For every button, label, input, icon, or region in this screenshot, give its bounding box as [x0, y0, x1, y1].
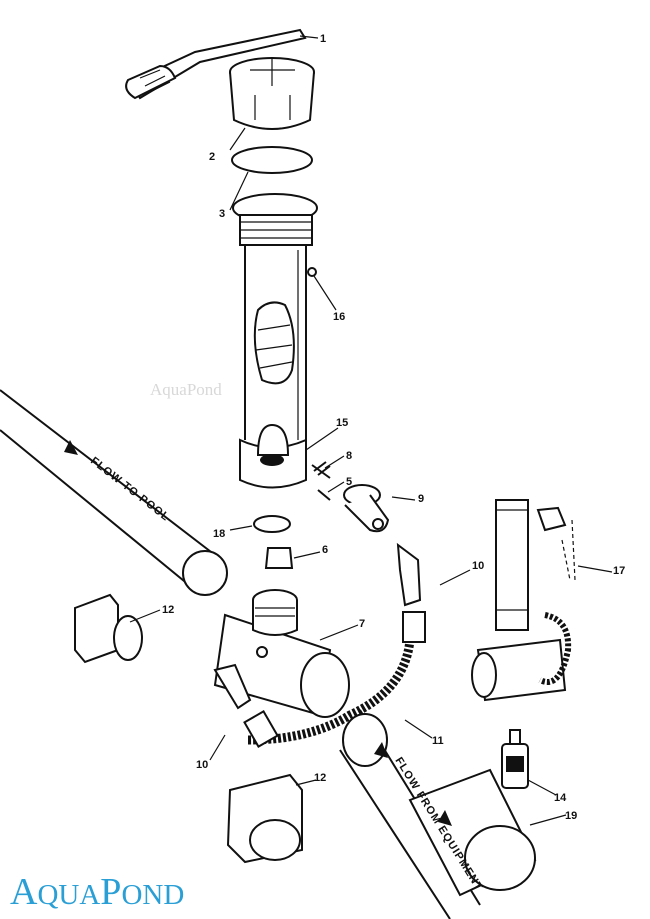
callout-8: 8: [346, 450, 352, 462]
part-16-plug: [307, 267, 317, 277]
callout-12: 12: [162, 604, 174, 616]
callout-17: 17: [613, 565, 625, 577]
aquapond-logo: AQUAPOND: [10, 870, 184, 914]
callout-5: 5: [346, 476, 352, 488]
watermark: AquaPond: [150, 380, 222, 399]
pipe-flow-to-pool: [0, 389, 228, 596]
callout-12b: 12: [314, 772, 326, 784]
callout-14: 14: [554, 792, 567, 804]
logo-part: OND: [121, 879, 185, 911]
logo-part: QUA: [37, 879, 101, 911]
callout-1: 1: [320, 33, 326, 45]
assembled-chlorinator: [471, 499, 576, 702]
part-18-o-ring: [253, 515, 291, 533]
callout-10b: 10: [196, 759, 208, 771]
chlorinator-body: [232, 193, 318, 489]
callout-18: 18: [213, 528, 225, 540]
callout-7: 7: [359, 618, 365, 630]
callout-3: 3: [219, 208, 225, 220]
part-12-bushing-lower: [226, 773, 303, 864]
parts-8-5-9: [311, 461, 390, 533]
callout-10: 10: [472, 560, 484, 572]
logo-part: P: [100, 871, 122, 913]
part-10-fittings: [213, 542, 426, 748]
part-1-wrench: [125, 28, 307, 100]
callout-leaders: [129, 35, 613, 826]
part-14-bottle: [501, 729, 529, 789]
part-12-bushing: [74, 593, 143, 664]
callout-2: 2: [209, 151, 215, 163]
part-11-tubing: [247, 639, 415, 745]
logo-part: A: [10, 871, 38, 913]
callout-11: 11: [432, 735, 444, 747]
callout-19: 19: [565, 810, 577, 822]
part-19-union: [408, 768, 537, 897]
callout-16: 16: [333, 311, 345, 323]
part-6-check-valve: [264, 547, 294, 569]
callout-9: 9: [418, 493, 424, 505]
callout-6: 6: [322, 544, 328, 556]
part-2-cap: [229, 57, 315, 130]
part-3-o-ring: [231, 146, 313, 174]
callout-15: 15: [336, 417, 348, 429]
